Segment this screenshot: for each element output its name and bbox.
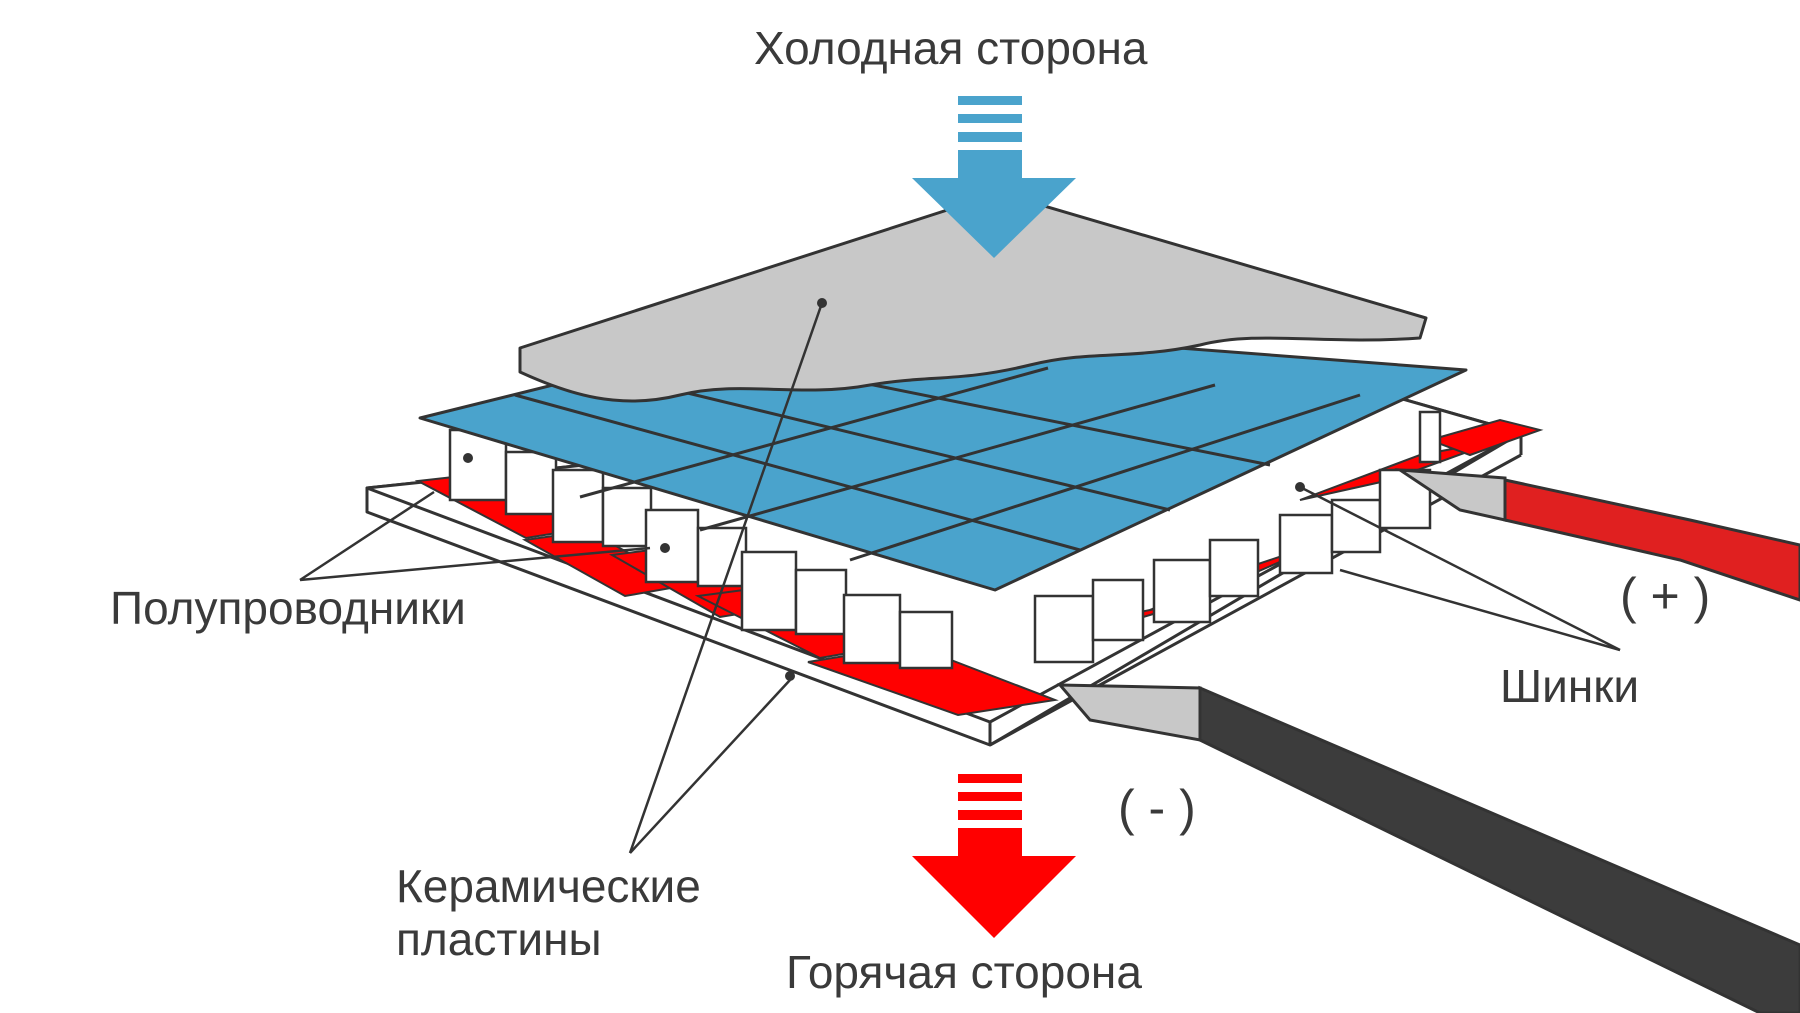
pellet — [842, 593, 902, 665]
pellet — [644, 508, 700, 584]
pellet — [1278, 513, 1334, 575]
positive-terminal-label: ( + ) — [1620, 568, 1711, 624]
pellet — [1091, 578, 1145, 642]
pellet — [898, 610, 954, 670]
semiconductors-label: Полупроводники — [110, 582, 466, 634]
top-ceramic-plate — [518, 191, 1428, 403]
negative-terminal-label: ( - ) — [1118, 780, 1196, 836]
leader-dots — [463, 298, 1305, 681]
busbars-label: Шинки — [1500, 660, 1640, 712]
cold-arrow — [912, 96, 1076, 258]
negative-wire — [1056, 683, 1800, 1013]
hot-arrow — [912, 774, 1076, 938]
pellet — [740, 550, 798, 632]
semiconductor-pellets — [448, 410, 1442, 670]
pellet — [794, 568, 848, 636]
pellet — [601, 486, 653, 548]
pellet — [551, 468, 605, 544]
pellet — [1208, 538, 1260, 598]
hot-side-label: Горячая сторона — [786, 946, 1142, 998]
ceramic-plates-label-line1: Керамические — [396, 860, 701, 912]
pellet — [504, 450, 558, 516]
leader-lines — [299, 302, 1621, 854]
pellet — [1418, 410, 1442, 464]
pellet — [1033, 594, 1095, 664]
positive-wire — [1394, 468, 1800, 602]
ceramic-plates-label: Керамические пластины — [396, 860, 701, 966]
pellet — [1152, 558, 1212, 624]
cold-side-label: Холодная сторона — [754, 22, 1148, 74]
pellet — [696, 526, 748, 588]
ceramic-plates-label-line2: пластины — [396, 912, 602, 965]
